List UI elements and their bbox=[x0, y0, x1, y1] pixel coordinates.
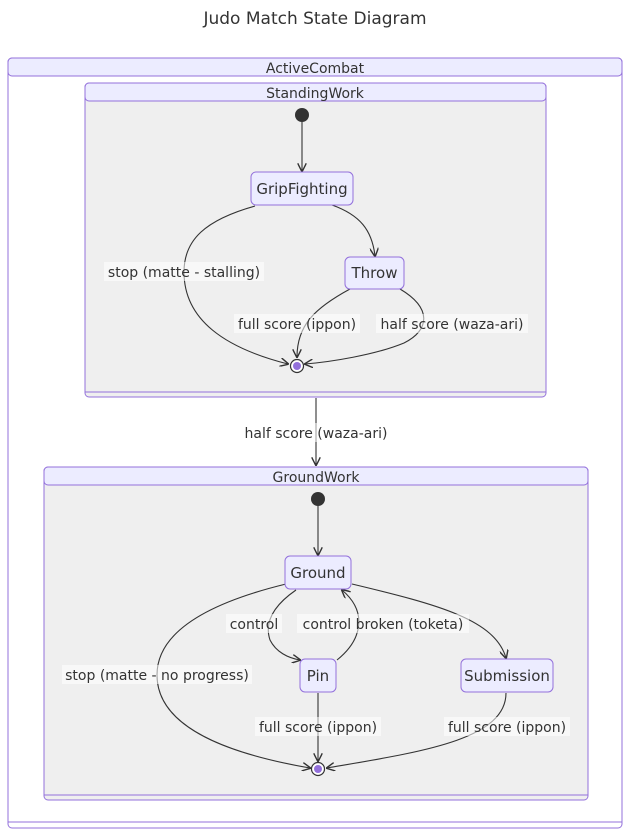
edge-label-bg bbox=[255, 717, 381, 736]
state-grip-fighting[interactable]: GripFighting bbox=[250, 171, 354, 206]
state-throw-label: Throw bbox=[351, 264, 398, 282]
edge-label-bg bbox=[62, 665, 252, 684]
state-ground-label: Ground bbox=[290, 564, 345, 582]
state-grip-fighting-box[interactable] bbox=[250, 171, 354, 206]
edge-grip-to-throw bbox=[331, 204, 375, 256]
edge-label-bg bbox=[226, 614, 282, 633]
state-submission-label: Submission bbox=[464, 667, 550, 685]
edge-label-bg bbox=[240, 423, 392, 442]
edge-throw-waza bbox=[305, 288, 425, 364]
state-pin-label: Pin bbox=[307, 667, 329, 685]
edge-label-pin-broken: control broken (toketa) bbox=[303, 617, 464, 633]
edge-label-throw-waza: half score (waza-ari) bbox=[381, 317, 524, 333]
edge-label-ground-stop: stop (matte - no progress) bbox=[65, 668, 249, 684]
state-pin-box[interactable] bbox=[299, 658, 337, 693]
edge-label-submission-ippon: full score (ippon) bbox=[448, 720, 566, 736]
cluster-ground-work-title: GroundWork bbox=[273, 470, 361, 486]
cluster-ground-work: GroundWork bbox=[43, 466, 589, 801]
cluster-ground-work-header bbox=[43, 466, 589, 486]
state-throw-box[interactable] bbox=[344, 256, 405, 290]
edge-label-bg bbox=[234, 314, 360, 333]
edge-label-bg bbox=[104, 262, 264, 281]
cluster-standing-work-header bbox=[84, 82, 547, 102]
cluster-active-combat-title: ActiveCombat bbox=[266, 61, 365, 77]
edge-label-bg bbox=[376, 314, 528, 333]
state-pin[interactable]: Pin bbox=[299, 658, 337, 693]
state-throw[interactable]: Throw bbox=[344, 256, 405, 290]
cluster-standing-work: StandingWork bbox=[84, 82, 547, 398]
state-ground-box[interactable] bbox=[284, 555, 352, 590]
state-grip-fighting-label: GripFighting bbox=[256, 180, 347, 198]
diagram-title: Judo Match State Diagram bbox=[202, 9, 426, 29]
edge-label-bg bbox=[297, 614, 469, 633]
edge-label-bg bbox=[444, 717, 570, 736]
state-ground[interactable]: Ground bbox=[284, 555, 352, 590]
edge-ground-to-pin bbox=[267, 589, 300, 660]
ground-start-node bbox=[311, 492, 325, 506]
state-submission[interactable]: Submission bbox=[460, 658, 554, 693]
standing-end-inner bbox=[293, 362, 301, 370]
edge-label-pin-ippon: full score (ippon) bbox=[259, 720, 377, 736]
edge-label-grip-stop: stop (matte - stalling) bbox=[108, 265, 260, 281]
standing-start-node bbox=[295, 108, 309, 122]
edge-label-throw-ippon: full score (ippon) bbox=[238, 317, 356, 333]
ground-end-inner bbox=[314, 765, 322, 773]
cluster-standing-work-box bbox=[84, 82, 547, 398]
state-submission-box[interactable] bbox=[460, 658, 554, 693]
standing-end-node bbox=[289, 358, 305, 374]
cluster-ground-work-box bbox=[43, 466, 589, 801]
edge-label-ground-control: control bbox=[230, 617, 279, 633]
ground-end-node bbox=[310, 761, 326, 777]
edge-label-standing-to-ground: half score (waza-ari) bbox=[245, 426, 388, 442]
cluster-standing-work-title: StandingWork bbox=[266, 86, 365, 102]
edge-submission-ippon bbox=[327, 692, 507, 768]
cluster-active-combat-header bbox=[7, 57, 623, 77]
